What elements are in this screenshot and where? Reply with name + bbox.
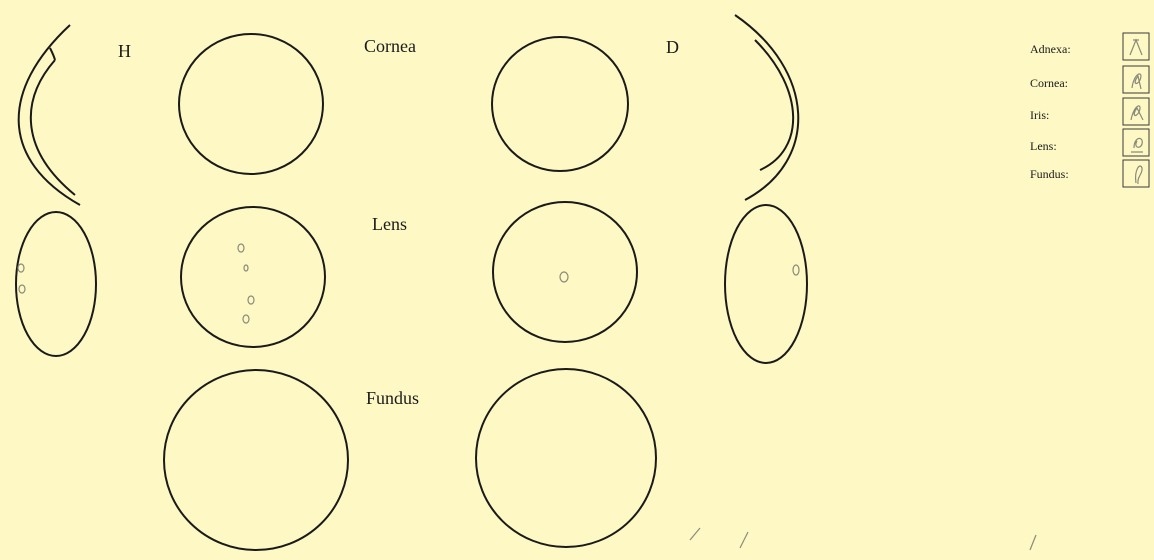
checklist-label-lens: Lens: [1030,139,1057,153]
checklist-box-iris[interactable] [1123,98,1149,125]
left-eye-cornea-profile [19,25,80,205]
right-eye-label: D [666,37,679,57]
checklist-label-iris: Iris: [1030,108,1049,122]
fundus-right-circle [476,369,656,547]
lens-opacity-marks [18,244,799,323]
lens-right-side-ellipse [725,205,807,363]
findings-checklist: Adnexa: Cornea: Iris: Lens: Fundus: [1030,33,1149,187]
checklist-label-cornea: Cornea: [1030,76,1068,90]
lens-left-circle [181,207,325,347]
fundus-label: Fundus [366,388,419,408]
checklist-box-adnexa[interactable] [1123,33,1149,60]
cornea-left-circle [179,34,323,174]
left-eye-label: H [118,41,131,61]
lens-left-side-ellipse [16,212,96,356]
right-eye-cornea-profile [735,15,798,200]
checklist-label-fundus: Fundus: [1030,167,1069,181]
cornea-label: Cornea [364,36,416,56]
checklist-label-adnexa: Adnexa: [1030,42,1071,56]
lens-label: Lens [372,214,407,234]
bottom-pencil-strokes [690,528,1036,550]
fundus-left-circle [164,370,348,550]
cornea-right-circle [492,37,628,171]
